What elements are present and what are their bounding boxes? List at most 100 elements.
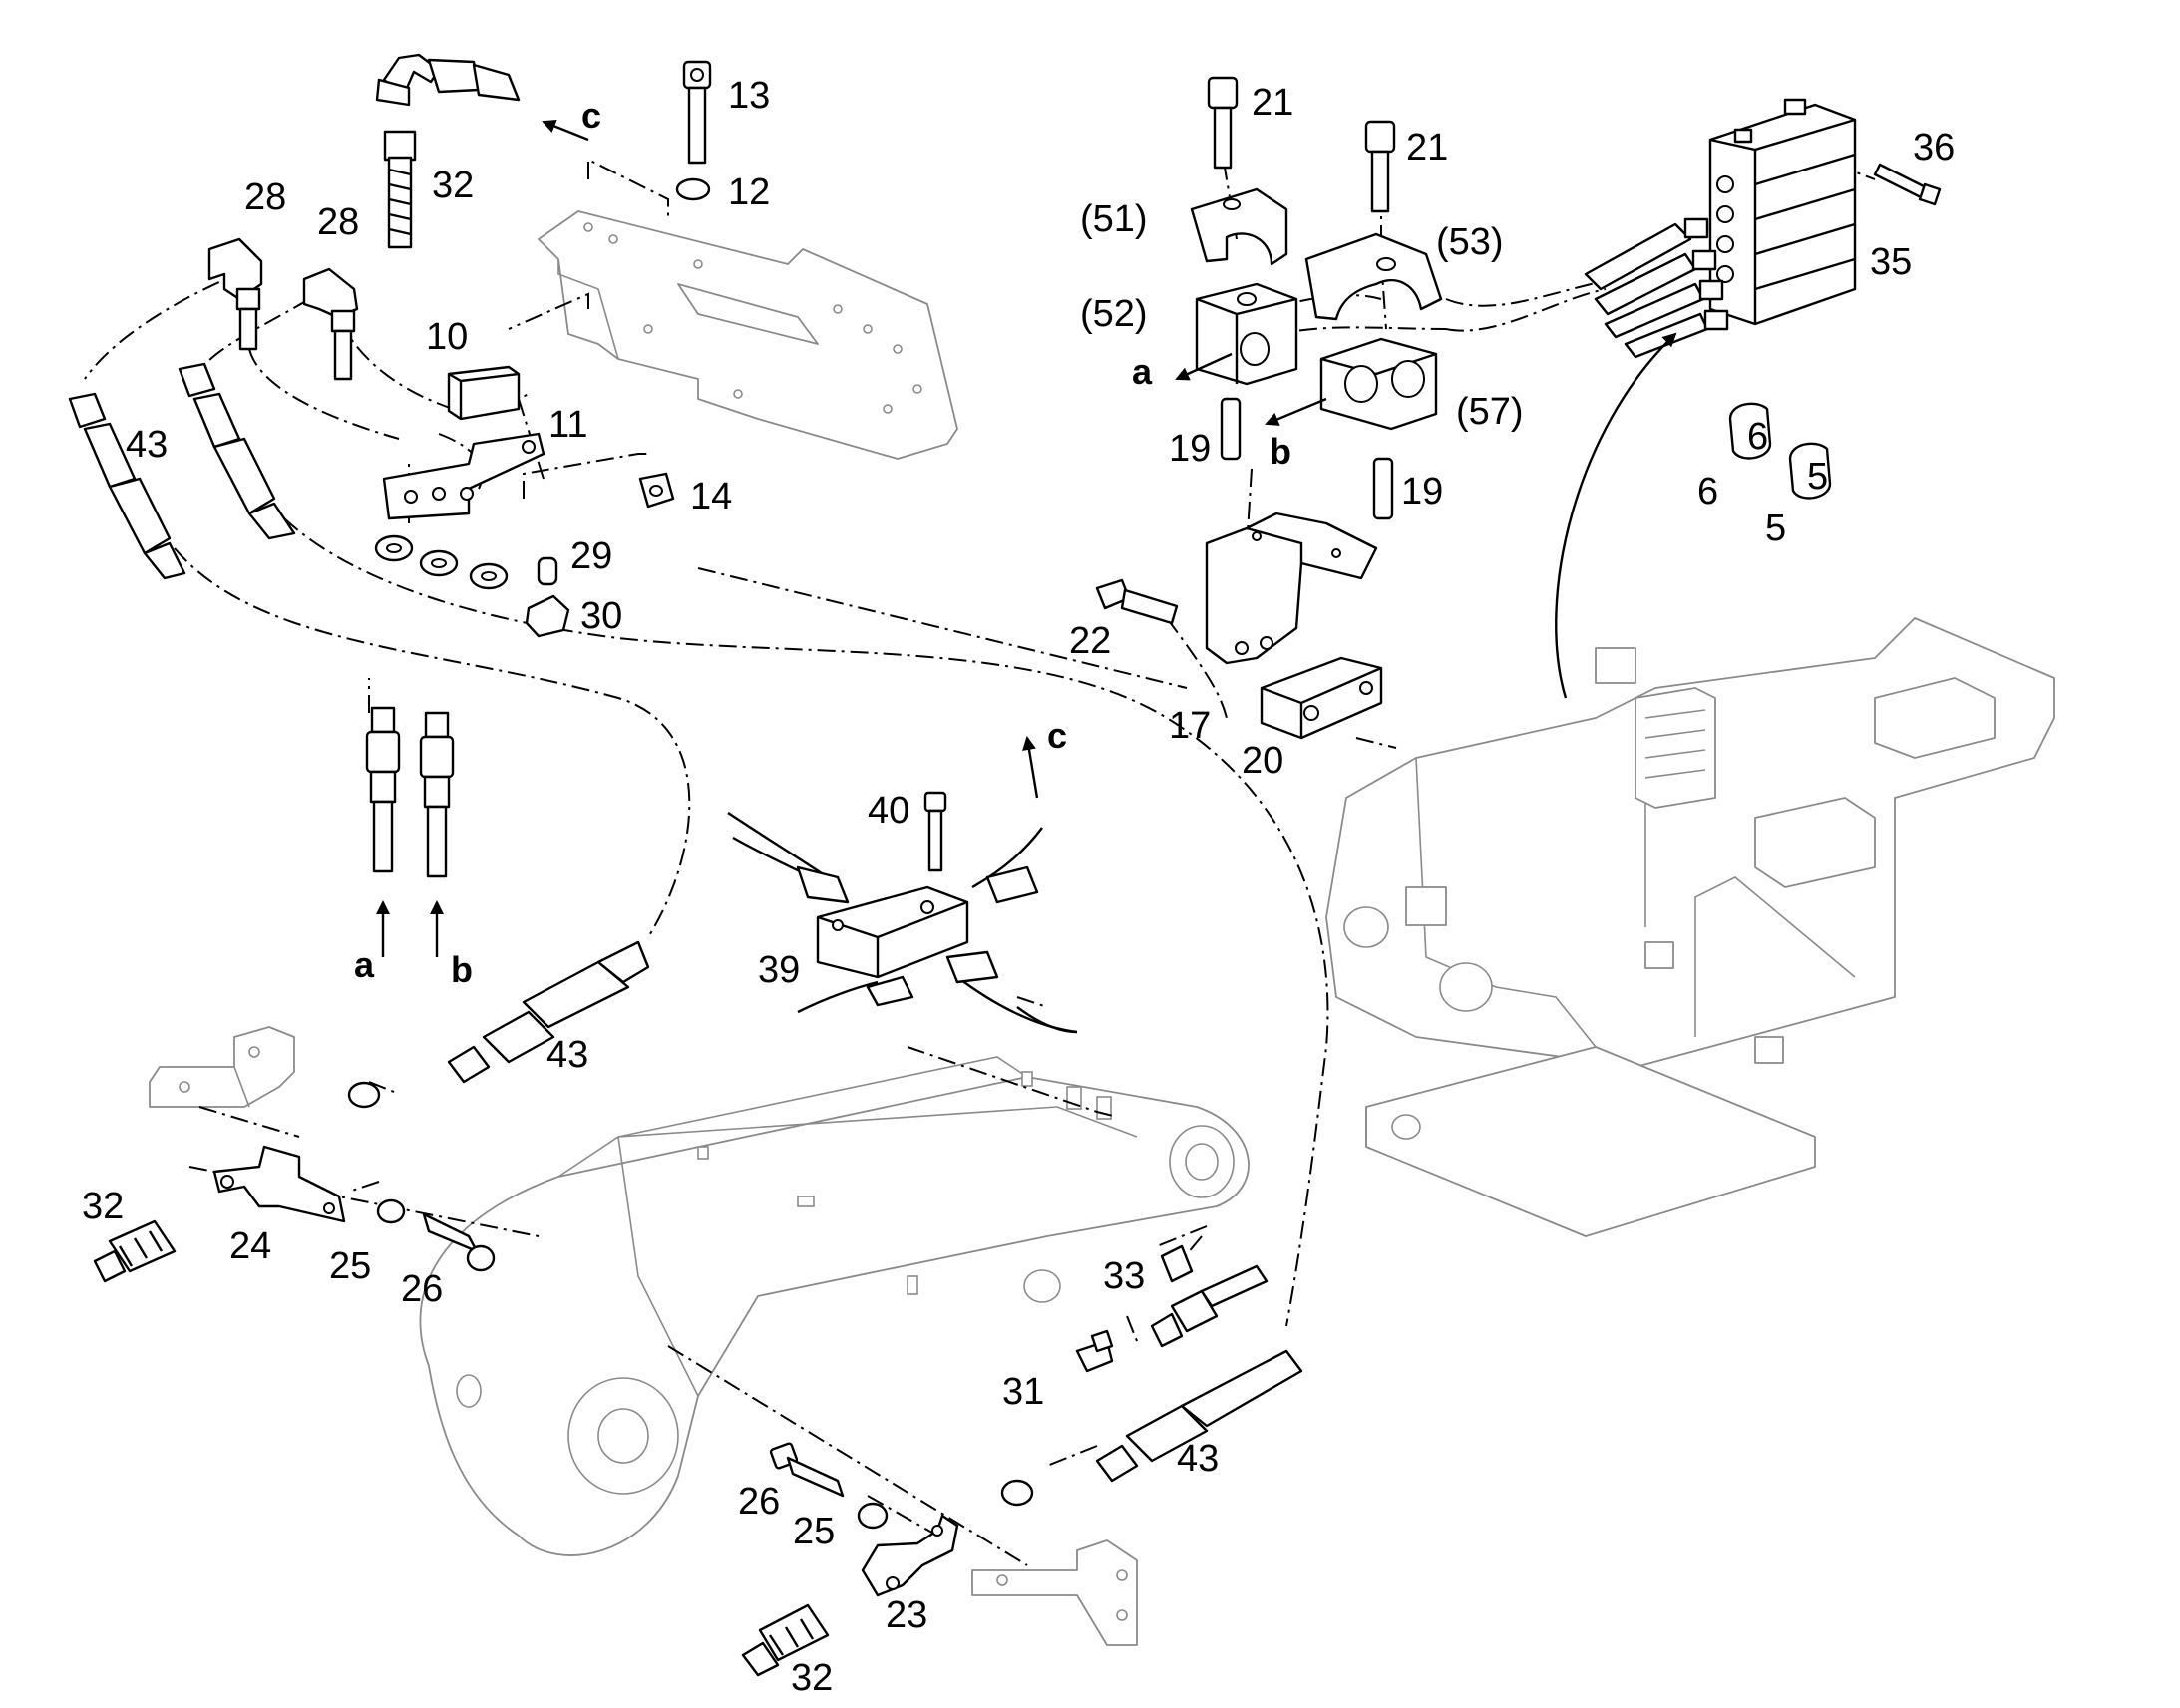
- washer-25-left: [376, 1198, 406, 1224]
- callout-43-lower: 43: [1177, 1438, 1219, 1480]
- callout-5: 5: [1765, 508, 1786, 549]
- callout-13: 13: [728, 75, 770, 117]
- bracket-23: [861, 1514, 959, 1597]
- bolt-26-lower: [769, 1442, 845, 1498]
- callout-28-b: 28: [317, 201, 359, 243]
- letter-a-left: a: [354, 944, 375, 985]
- callout-26-left: 26: [401, 1268, 443, 1310]
- tee-fitting-31: [1075, 1329, 1114, 1373]
- threaded-fitting-32-top: [383, 130, 417, 249]
- letter-a-right: a: [1132, 351, 1153, 392]
- callout-57: (57): [1456, 391, 1524, 433]
- callout-23: 23: [886, 1594, 927, 1636]
- callout-32-top: 32: [432, 165, 474, 206]
- nut-mid-left: [347, 1081, 381, 1109]
- plate-11: [382, 432, 545, 520]
- callout-10: 10: [426, 316, 468, 358]
- callout-21-b: 21: [1406, 127, 1448, 169]
- callout-22: 22: [1069, 620, 1111, 662]
- arrow-b-right: [1265, 397, 1327, 426]
- washer-12: [675, 177, 711, 201]
- callout-40: 40: [868, 790, 909, 832]
- cap-5-stamp: 5: [1807, 456, 1828, 498]
- callout-29: 29: [570, 535, 612, 577]
- callout-19-b: 19: [1401, 471, 1443, 512]
- nuts-row: [374, 534, 509, 590]
- cap-6: 6: [1728, 402, 1772, 460]
- elbow-fitting-28-b: [302, 267, 359, 381]
- letter-b-right: b: [1270, 431, 1291, 472]
- elbow-hose-fitting-top: [375, 53, 521, 107]
- letter-c-mid: c: [1047, 715, 1067, 756]
- bracket-24: [212, 1145, 346, 1223]
- arrow-a-right: [1175, 352, 1233, 381]
- callout-17: 17: [1169, 705, 1211, 747]
- bolt-13: [682, 60, 712, 165]
- pin-19-b: [1372, 457, 1394, 520]
- bolt-21-a: [1207, 76, 1239, 170]
- callout-52: (52): [1080, 293, 1148, 335]
- bolt-26-left: [422, 1212, 496, 1272]
- fitting-33: [1160, 1244, 1194, 1283]
- callout-6: 6: [1697, 471, 1718, 512]
- threaded-fitting-32-left: [93, 1219, 177, 1283]
- bracket-right-lower: [971, 1539, 1138, 1646]
- callout-14: 14: [690, 476, 732, 517]
- pin-19-a: [1220, 397, 1242, 461]
- callout-33: 33: [1103, 1255, 1145, 1297]
- callout-43-mid: 43: [546, 1034, 588, 1076]
- distributor-block-39: [727, 812, 1078, 1034]
- callout-12: 12: [728, 171, 770, 213]
- callout-31: 31: [1002, 1371, 1044, 1413]
- hose-43-mid: [447, 940, 650, 1084]
- boom-arm: [419, 1056, 1250, 1556]
- callout-19-a: 19: [1169, 428, 1211, 470]
- callout-26-lower: 26: [738, 1481, 780, 1523]
- nut-14: [638, 472, 675, 509]
- callout-32-left: 32: [82, 1186, 124, 1227]
- cap-5: 5: [1788, 442, 1832, 500]
- callout-39: 39: [758, 949, 800, 991]
- valve-hoses: [1584, 217, 1729, 359]
- cap-6-stamp: 6: [1747, 416, 1768, 458]
- callout-36: 36: [1913, 127, 1955, 169]
- elbow-fitting-28-a: [207, 237, 263, 351]
- callout-32-lower: 32: [791, 1657, 833, 1699]
- callout-25-left: 25: [329, 1245, 371, 1287]
- callout-20: 20: [1242, 740, 1283, 782]
- hose-43-top-left-b: [178, 362, 296, 540]
- threaded-fitting-32-lower: [741, 1603, 830, 1677]
- callout-11: 11: [548, 404, 587, 446]
- pointer-arrow-frame: [1555, 332, 1677, 699]
- block-20: [1260, 656, 1383, 740]
- upper-frame: [1325, 617, 2055, 1237]
- nut-30: [525, 594, 570, 638]
- callout-24: 24: [229, 1225, 271, 1267]
- block-10: [447, 365, 521, 421]
- hose-43-top-left-a: [68, 392, 186, 580]
- hose-33: [1150, 1264, 1269, 1348]
- mounting-plate: [538, 210, 958, 460]
- callout-35: 35: [1870, 241, 1912, 283]
- nut-lower: [1000, 1479, 1034, 1507]
- hose-pair-a-b: [365, 706, 455, 878]
- callout-30: 30: [580, 595, 622, 637]
- bolt-21-b: [1364, 120, 1396, 213]
- callout-labels: 13 12 32 28 28 10 43 11 14 29 30 40 39 4…: [82, 75, 1955, 1699]
- bolt-22: [1095, 578, 1179, 625]
- callout-28-a: 28: [244, 176, 286, 218]
- arrow-c-mid: [1022, 736, 1039, 799]
- clamp-block-52: [1195, 282, 1298, 386]
- bracket-17: [1205, 512, 1378, 665]
- bolt-40: [923, 791, 947, 872]
- clamp-53: [1304, 232, 1443, 321]
- screw-29: [537, 556, 558, 586]
- washer-25-lower: [857, 1502, 889, 1530]
- callout-53: (53): [1436, 221, 1504, 263]
- callout-25-lower: 25: [793, 1511, 835, 1552]
- valve-block-35: [1708, 98, 1857, 326]
- clamp-block-57: [1319, 337, 1438, 431]
- letter-b-left: b: [451, 949, 473, 990]
- arrow-c-top: [542, 119, 589, 142]
